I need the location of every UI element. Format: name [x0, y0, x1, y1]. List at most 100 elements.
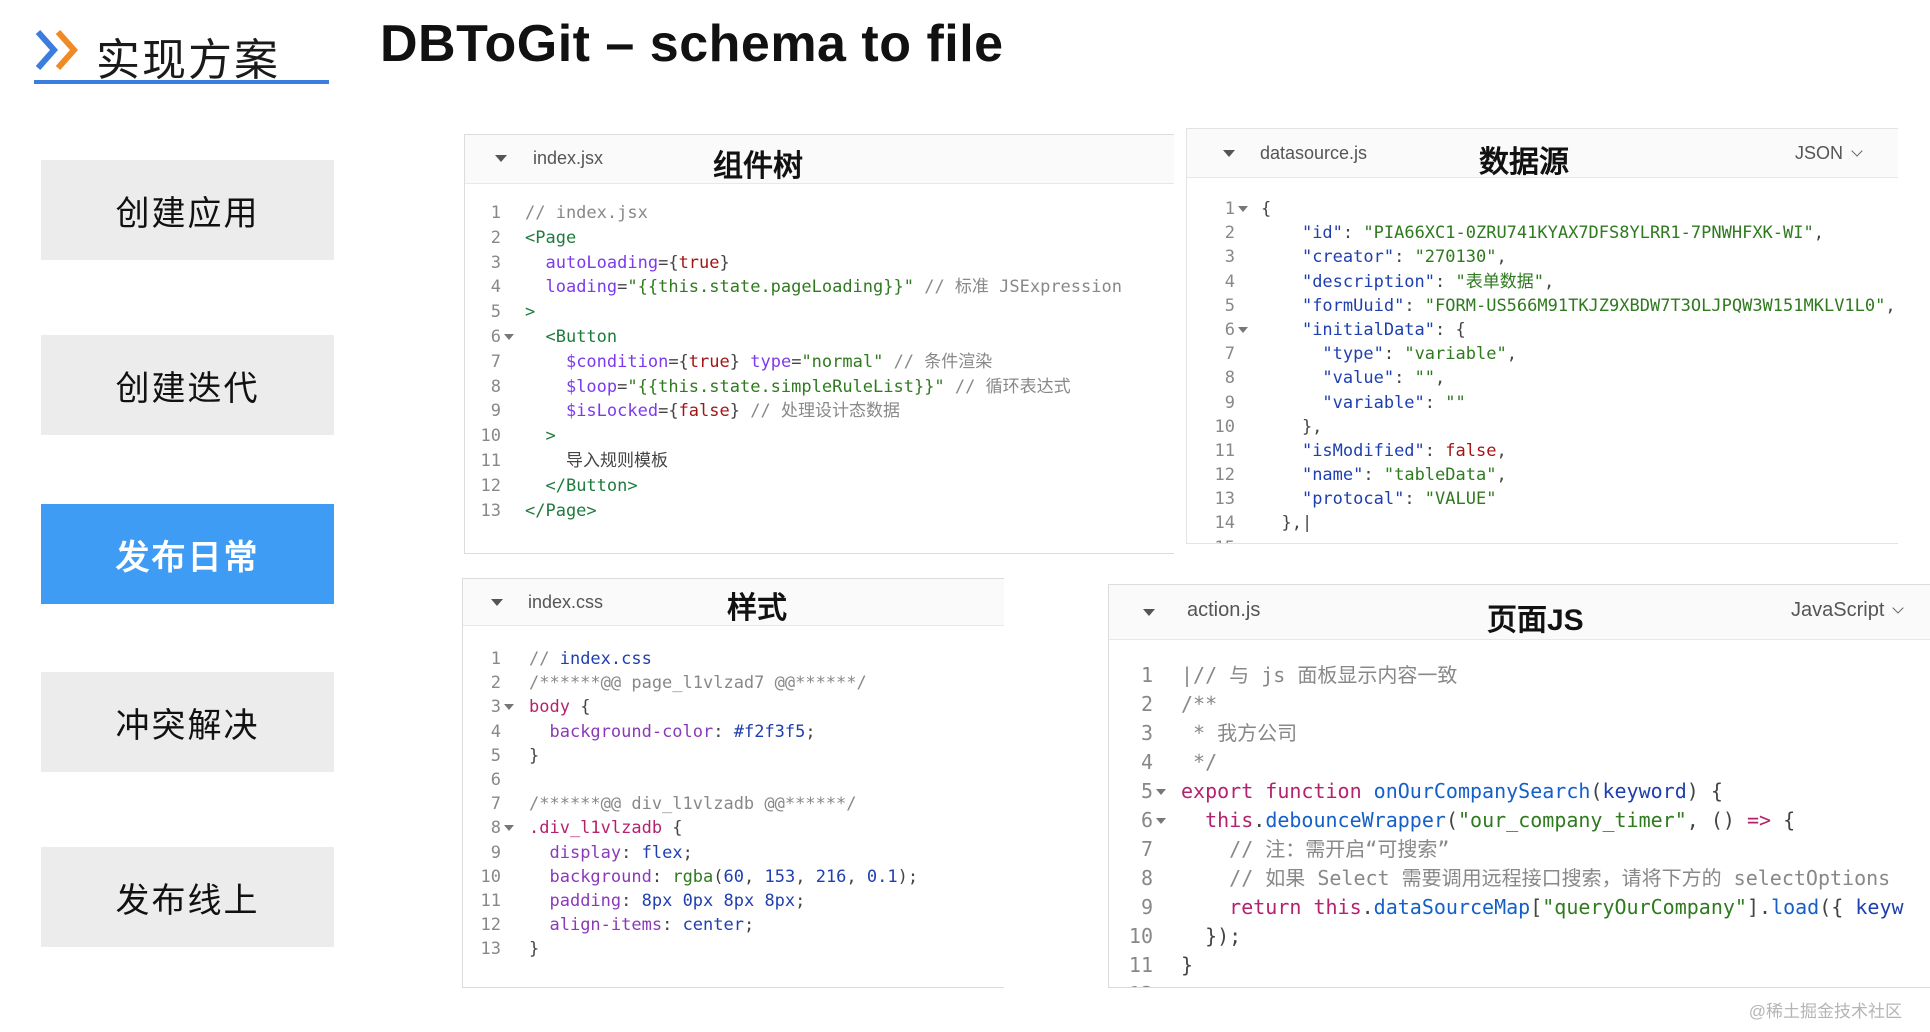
- code-line[interactable]: 4 loading="{{this.state.pageLoading}}" /…: [465, 275, 1174, 300]
- collapse-caret-icon[interactable]: [495, 155, 507, 162]
- code-line[interactable]: 8 // 如果 Select 需要调用远程接口搜索，请将下方的 selectOp…: [1109, 864, 1930, 893]
- fold-gutter: [1235, 245, 1255, 269]
- collapse-caret-icon[interactable]: [1223, 150, 1235, 157]
- code-line[interactable]: 2/**: [1109, 690, 1930, 719]
- fold-toggle-icon[interactable]: [501, 325, 519, 350]
- code-line[interactable]: 3 autoLoading={true}: [465, 251, 1174, 276]
- code-line[interactable]: 12 align-items: center;: [463, 913, 1004, 937]
- code-line[interactable]: 9 $isLocked={false} // 处理设计态数据: [465, 399, 1174, 424]
- code-line[interactable]: 2<Page: [465, 226, 1174, 251]
- code-line[interactable]: 9 display: flex;: [463, 841, 1004, 865]
- code-text: */: [1181, 750, 1218, 774]
- code-line[interactable]: 1// index.css: [463, 647, 1004, 671]
- code-line[interactable]: 4 background-color: #f2f3f5;: [463, 720, 1004, 744]
- line-number: 7: [1140, 837, 1153, 861]
- code-line[interactable]: 13}: [463, 937, 1004, 961]
- datasource-code[interactable]: 1{2 "id": "PIA66XC1-0ZRU741KYAX7DFS8YLRR…: [1187, 197, 1898, 543]
- code-line[interactable]: 11}: [1109, 951, 1930, 980]
- code-line[interactable]: 12 "name": "tableData",: [1187, 463, 1898, 487]
- line-number: 14: [1214, 513, 1235, 534]
- datasource-filename[interactable]: datasource.js: [1260, 143, 1368, 163]
- code-line[interactable]: 9 "variable": "": [1187, 391, 1898, 415]
- code-line[interactable]: 12 </Button>: [465, 474, 1174, 499]
- code-line[interactable]: 6 this.debounceWrapper("our_company_time…: [1109, 806, 1930, 835]
- code-line[interactable]: 2 "id": "PIA66XC1-0ZRU741KYAX7DFS8YLRR1-…: [1187, 221, 1898, 245]
- line-number: 4: [490, 277, 501, 298]
- fold-toggle-icon[interactable]: [1153, 777, 1175, 806]
- code-line[interactable]: 6 "initialData": {: [1187, 318, 1898, 342]
- action-filename[interactable]: action.js: [1187, 599, 1261, 621]
- code-line[interactable]: 1 // index.jsx: [465, 201, 1174, 226]
- code-line[interactable]: 14 },|: [1187, 511, 1898, 535]
- code-line[interactable]: 8 $loop="{{this.state.simpleRuleList}}" …: [465, 375, 1174, 400]
- code-line[interactable]: 10 },: [1187, 415, 1898, 439]
- code-text: // index.css: [529, 649, 652, 669]
- code-line[interactable]: 12: [1109, 980, 1930, 987]
- code-line[interactable]: 6: [463, 768, 1004, 792]
- code-line[interactable]: 8 "value": "",: [1187, 366, 1898, 390]
- code-line[interactable]: 2/******@@ page_l1vlzad7 @@******/: [463, 671, 1004, 695]
- code-line[interactable]: 3 * 我方公司: [1109, 719, 1930, 748]
- code-line[interactable]: 11 padding: 8px 0px 8px 8px;: [463, 889, 1004, 913]
- fold-toggle-icon[interactable]: [501, 816, 523, 840]
- code-line[interactable]: 7/******@@ div_l1vlzadb @@******/: [463, 792, 1004, 816]
- nav-conflict-resolve[interactable]: 冲突解决: [41, 672, 334, 772]
- code-line[interactable]: 3 "creator": "270130",: [1187, 245, 1898, 269]
- double-chevron-icon: [35, 30, 79, 70]
- code-line[interactable]: 4 "description": "表单数据",: [1187, 270, 1898, 294]
- fold-gutter: [1153, 951, 1175, 980]
- fold-toggle-icon[interactable]: [1235, 197, 1255, 221]
- collapse-caret-icon[interactable]: [491, 599, 503, 606]
- nav-create-iteration[interactable]: 创建迭代: [41, 335, 334, 435]
- line-number: 7: [490, 351, 501, 372]
- code-line[interactable]: 7 // 注：需开启“可搜索”: [1109, 835, 1930, 864]
- fold-gutter: [501, 275, 519, 300]
- code-line[interactable]: 11 导入规则模板: [465, 449, 1174, 474]
- fold-toggle-icon[interactable]: [501, 695, 523, 719]
- line-number: 15: [1187, 536, 1235, 543]
- code-line[interactable]: 6 <Button: [465, 325, 1174, 350]
- code-line[interactable]: 7 $condition={true} type="normal" // 条件渲…: [465, 350, 1174, 375]
- code-text: // 注：需开启“可搜索”: [1181, 837, 1450, 861]
- code-line[interactable]: 5>: [465, 300, 1174, 325]
- line-number: 1: [490, 203, 501, 223]
- language-select[interactable]: JavaScript: [1791, 599, 1905, 622]
- code-line[interactable]: 15: [1187, 536, 1898, 543]
- nav-publish-online[interactable]: 发布线上: [41, 847, 334, 947]
- code-line[interactable]: 4 */: [1109, 748, 1930, 777]
- code-text: "variable": "": [1322, 392, 1466, 413]
- language-select[interactable]: JSON: [1795, 143, 1863, 164]
- fold-toggle-icon[interactable]: [1235, 318, 1255, 342]
- code-line[interactable]: 8.div_l1vlzadb {: [463, 816, 1004, 840]
- line-number: 3: [1224, 247, 1235, 268]
- nav-create-app[interactable]: 创建应用: [41, 160, 334, 260]
- code-line[interactable]: 10 });: [1109, 922, 1930, 951]
- code-line[interactable]: 9 return this.dataSourceMap["queryOurCom…: [1109, 893, 1930, 922]
- code-text: "protocal": "VALUE": [1301, 489, 1497, 510]
- line-number: 11: [1214, 440, 1235, 461]
- section-header: 实现方案: [34, 18, 329, 85]
- jsx-filename[interactable]: index.jsx: [533, 148, 604, 168]
- code-line[interactable]: 5 "formUuid": "FORM-US566M91TKJZ9XBDW7T3…: [1187, 294, 1898, 318]
- code-line[interactable]: 1{: [1187, 197, 1898, 221]
- nav-publish-daily[interactable]: 发布日常: [41, 504, 334, 604]
- line-number: 12: [1109, 980, 1153, 987]
- code-line[interactable]: 1|// 与 js 面板显示内容一致: [1109, 661, 1930, 690]
- fold-toggle-icon[interactable]: [1153, 806, 1175, 835]
- code-line[interactable]: 5}: [463, 744, 1004, 768]
- code-line[interactable]: 10 background: rgba(60, 153, 216, 0.1);: [463, 865, 1004, 889]
- code-line[interactable]: 13 "protocal": "VALUE": [1187, 487, 1898, 511]
- collapse-caret-icon[interactable]: [1143, 609, 1155, 616]
- code-text: });: [1181, 924, 1242, 948]
- code-line[interactable]: 7 "type": "variable",: [1187, 342, 1898, 366]
- code-text: // index.jsx: [525, 203, 648, 223]
- css-filename[interactable]: index.css: [528, 592, 604, 612]
- code-line[interactable]: 10 >: [465, 424, 1174, 449]
- code-line[interactable]: 13</Page>: [465, 499, 1174, 524]
- code-line[interactable]: 11 "isModified": false,: [1187, 439, 1898, 463]
